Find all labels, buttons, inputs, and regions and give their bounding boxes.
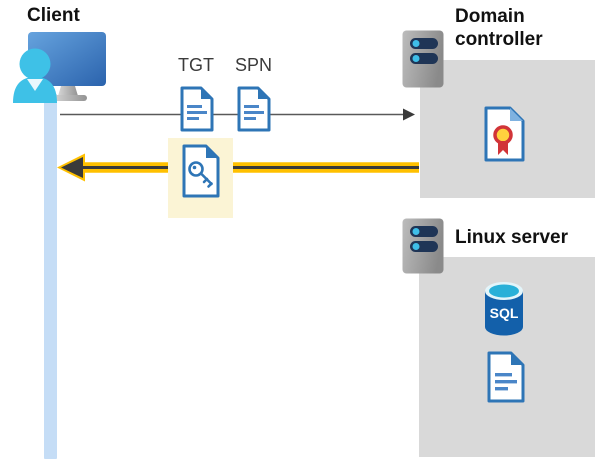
keytab-document-icon: [487, 351, 525, 403]
user-at-workstation-icon: [13, 32, 106, 103]
tgt-document-icon: [180, 86, 214, 132]
response-arrow: [57, 153, 419, 182]
tgt-label: TGT: [178, 55, 214, 75]
domain-controller-label: Domain controller: [455, 6, 543, 50]
client-label: Client: [27, 5, 80, 26]
sql-badge-text: SQL: [490, 305, 519, 321]
sql-database-icon: SQL: [485, 282, 523, 336]
client-lifeline-bar: [44, 94, 57, 459]
spn-document-icon: [237, 86, 271, 132]
linux-server-label: Linux server: [455, 227, 568, 248]
domain-controller-server-icon: [402, 30, 444, 88]
certificate-icon: [484, 106, 525, 162]
key-document-icon: [182, 144, 220, 198]
linux-server-icon: [402, 218, 444, 274]
spn-label: SPN: [235, 55, 273, 75]
